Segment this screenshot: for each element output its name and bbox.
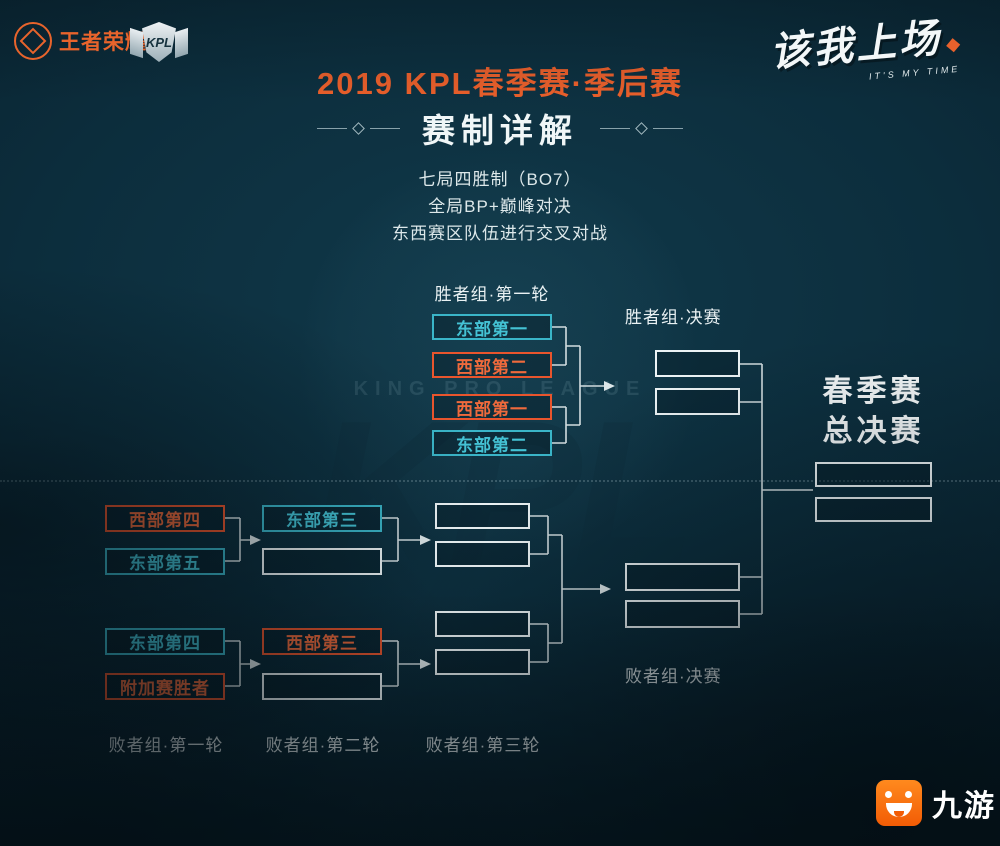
grand-final-title-line1: 春季赛 bbox=[822, 375, 925, 408]
king-pro-league-watermark: KING PRO LEAGUE bbox=[353, 378, 647, 400]
slot-grand-final-1 bbox=[815, 462, 932, 487]
kpl-monogram-watermark: KPL bbox=[312, 380, 696, 603]
grand-final-title-line2: 总决赛 bbox=[822, 415, 925, 448]
team-box-east-5: 东部第五 bbox=[105, 548, 225, 575]
slot-losers-r3-3 bbox=[435, 611, 530, 637]
team-box-west-3: 西部第三 bbox=[262, 628, 382, 655]
kpl-shield-icon: KPL bbox=[142, 22, 176, 62]
rule-line-2: 全局BP+巅峰对决 bbox=[428, 197, 572, 216]
kpl-logo-text: KPL bbox=[146, 34, 172, 50]
wzry-logo: 王者荣耀 bbox=[14, 22, 147, 60]
slot-losers-r3-4 bbox=[435, 649, 530, 675]
slot-losers-final-1 bbox=[625, 563, 740, 591]
kpl-left-wing-icon bbox=[130, 27, 143, 59]
kpl-emblem-watermark bbox=[220, 70, 780, 650]
subtitle-row: 赛制详解 bbox=[0, 104, 1000, 152]
team-box-west-1: 西部第一 bbox=[432, 394, 552, 420]
label-losers-final: 败者组·决赛 bbox=[625, 667, 722, 686]
rule-line-1: 七局四胜制（BO7） bbox=[418, 170, 582, 189]
slot-losers-r3-2 bbox=[435, 541, 530, 567]
slot-losers-final-2 bbox=[625, 600, 740, 628]
ornament-left-icon bbox=[317, 121, 400, 135]
label-losers-round2: 败者组·第二轮 bbox=[265, 736, 381, 755]
label-winners-final: 胜者组·决赛 bbox=[625, 308, 722, 327]
team-box-east-4: 东部第四 bbox=[105, 628, 225, 655]
ornament-right-icon bbox=[600, 121, 683, 135]
slot-winners-final-2 bbox=[655, 388, 740, 415]
team-box-west-4: 西部第四 bbox=[105, 505, 225, 532]
kpl-logo: KPL bbox=[130, 16, 188, 74]
jiuyou-logo: 九游 bbox=[876, 780, 996, 826]
label-losers-round3: 败者组·第三轮 bbox=[425, 736, 541, 755]
wzry-logo-icon bbox=[14, 22, 52, 60]
rules-block: 七局四胜制（BO7） 全局BP+巅峰对决 东西赛区队伍进行交叉对战 bbox=[0, 166, 1000, 247]
jiuyou-smiley-icon bbox=[876, 780, 922, 826]
team-box-east-3: 东部第三 bbox=[262, 505, 382, 532]
jiuyou-logo-text: 九游 bbox=[932, 790, 996, 823]
slot-losers-r2-b bbox=[262, 673, 382, 700]
arrowheads bbox=[250, 381, 615, 669]
page-title: 2019 KPL春季赛·季后赛 bbox=[317, 66, 683, 101]
page-subtitle: 赛制详解 bbox=[422, 112, 578, 149]
label-losers-round1: 败者组·第一轮 bbox=[108, 736, 224, 755]
wzry-logo-text: 王者荣耀 bbox=[59, 31, 147, 54]
team-box-east-2: 东部第二 bbox=[432, 430, 552, 456]
label-winners-round1: 胜者组·第一轮 bbox=[434, 285, 550, 304]
team-box-east-1: 东部第一 bbox=[432, 314, 552, 340]
slot-grand-final-2 bbox=[815, 497, 932, 522]
dotted-divider bbox=[0, 480, 1000, 482]
slot-winners-final-1 bbox=[655, 350, 740, 377]
slogan-text: 该我上场 bbox=[768, 16, 944, 76]
team-box-west-2: 西部第二 bbox=[432, 352, 552, 378]
slot-losers-r3-1 bbox=[435, 503, 530, 529]
team-box-playin-winner: 附加赛胜者 bbox=[105, 673, 225, 700]
slot-losers-r2-a bbox=[262, 548, 382, 575]
rule-line-3: 东西赛区队伍进行交叉对战 bbox=[392, 224, 608, 243]
kpl-right-wing-icon bbox=[175, 27, 188, 59]
